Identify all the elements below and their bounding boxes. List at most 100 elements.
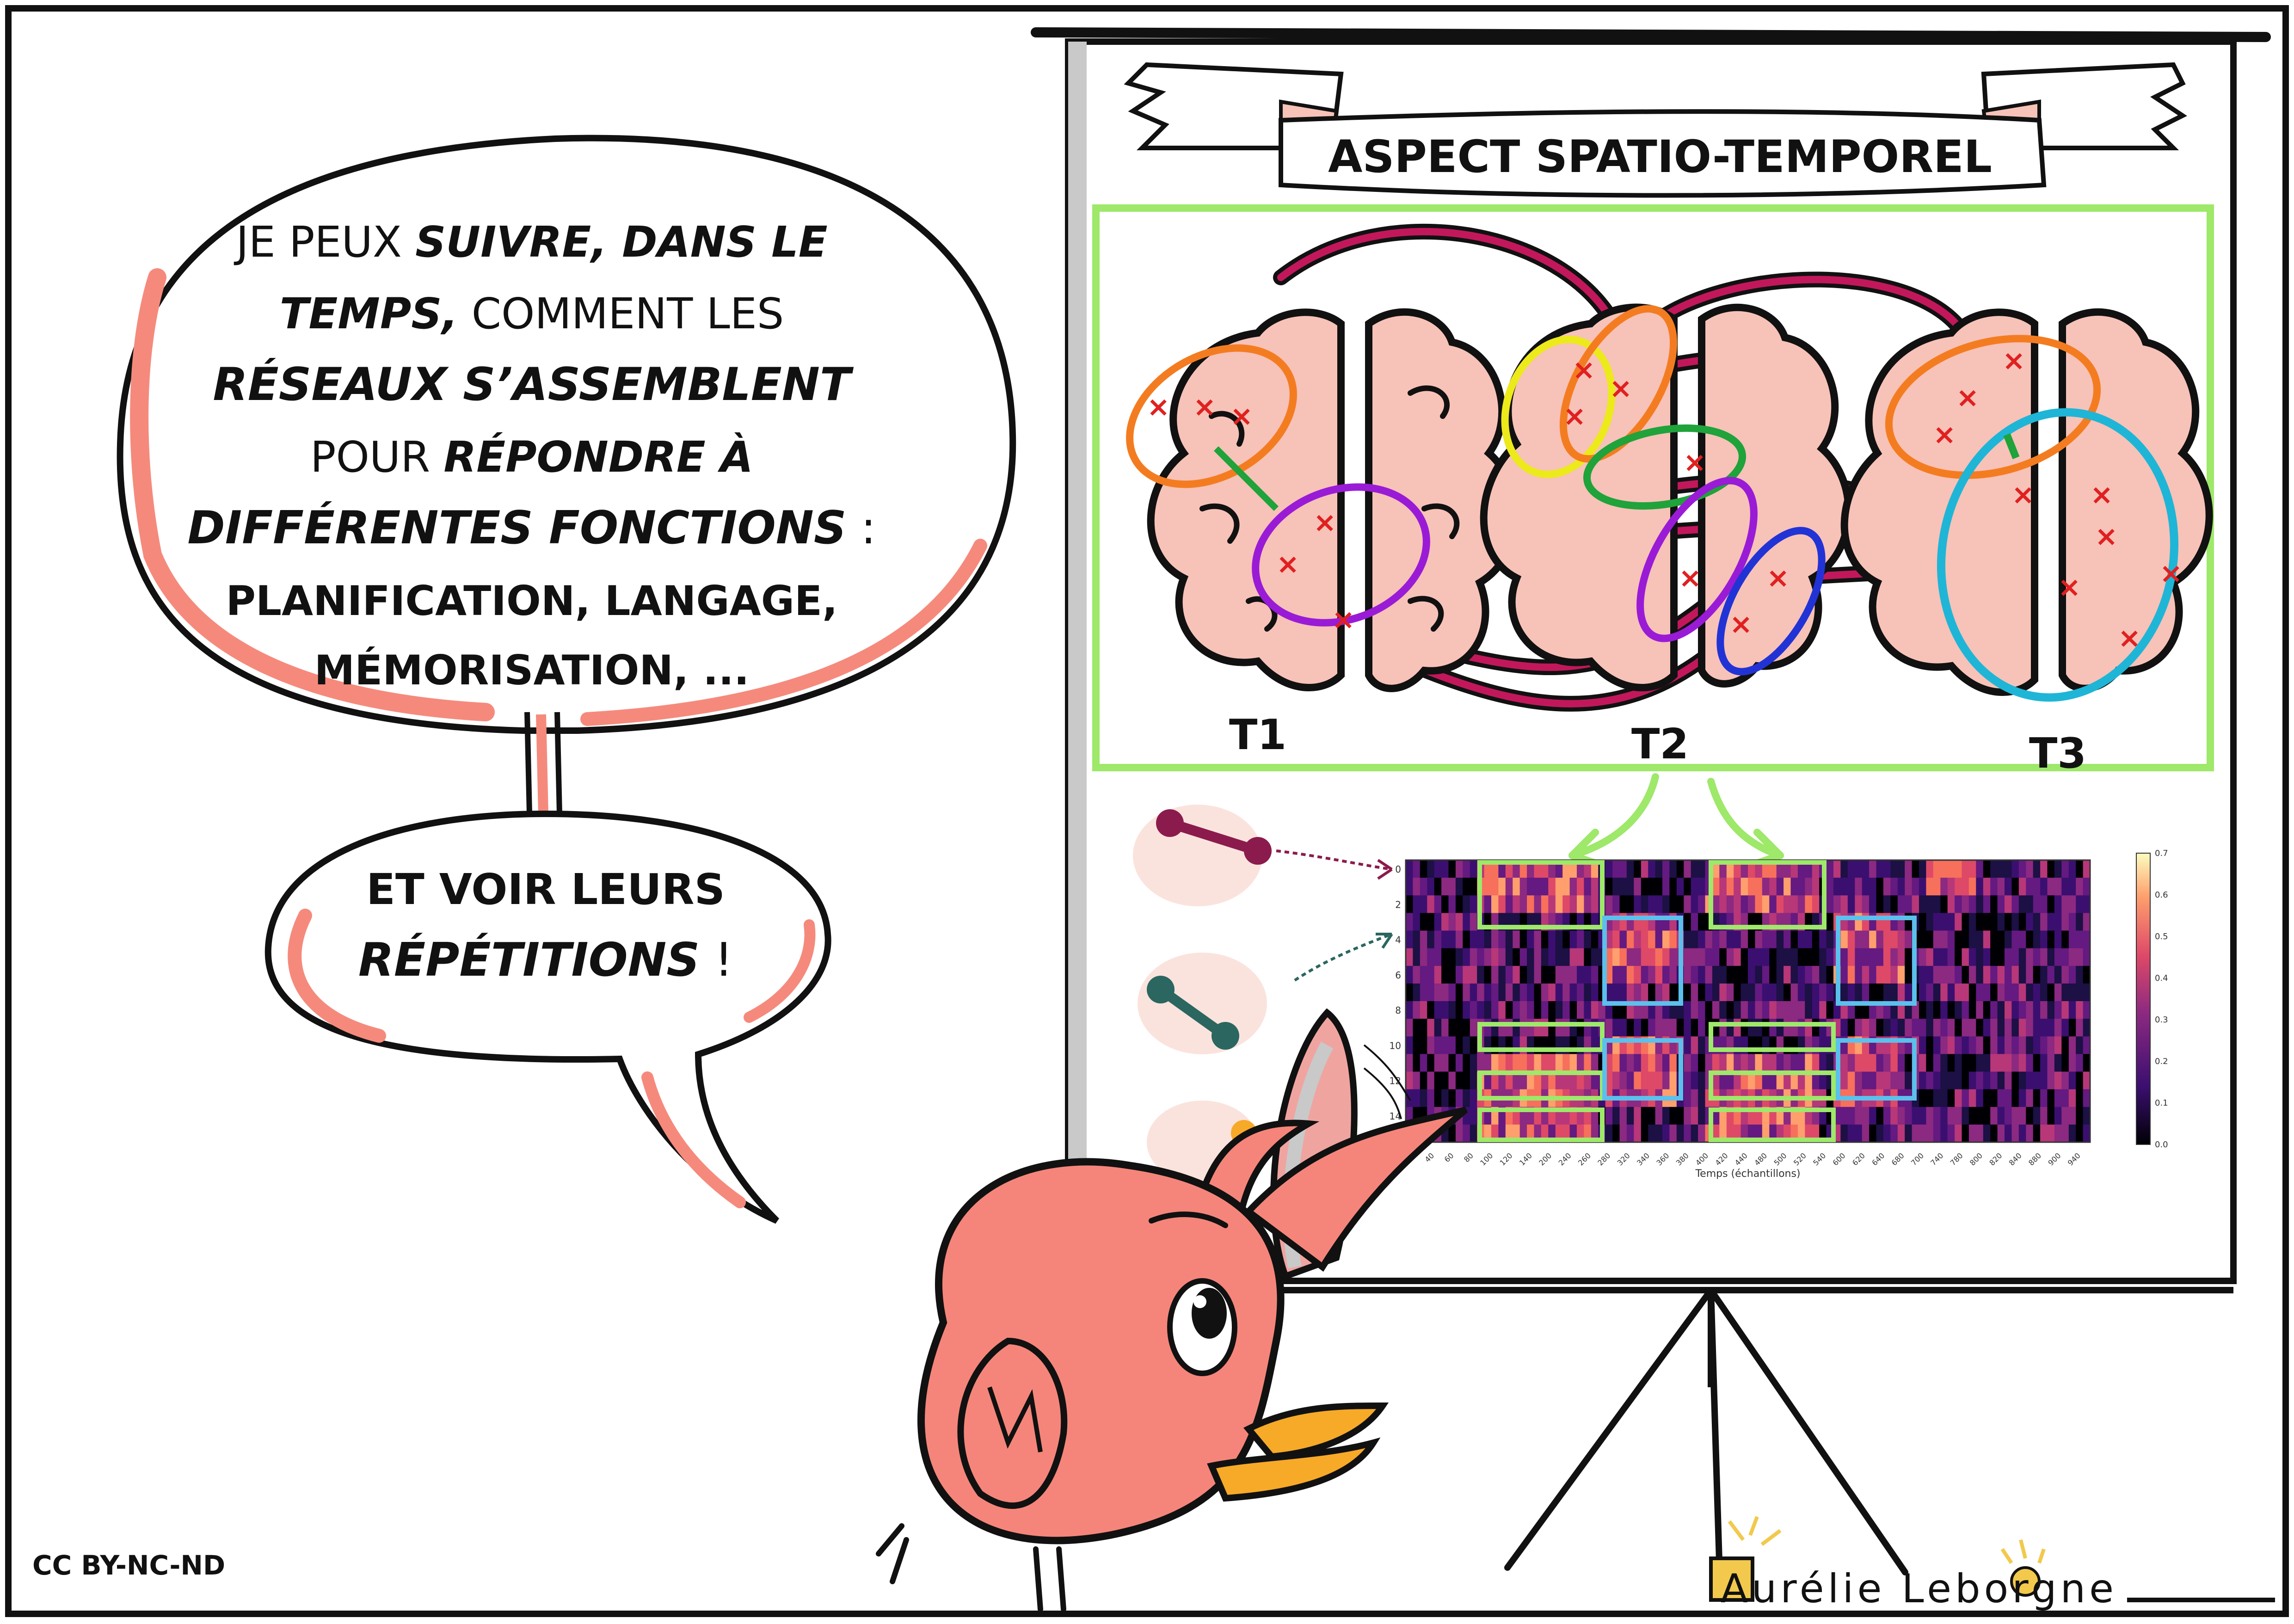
heatmap-cell bbox=[1955, 1054, 1962, 1072]
heatmap-cell bbox=[2054, 983, 2062, 1002]
heatmap-cell bbox=[1470, 878, 1477, 896]
heatmap-cell bbox=[1698, 895, 1706, 913]
heatmap-cell bbox=[1812, 1054, 1820, 1072]
heatmap-cell bbox=[1527, 930, 1535, 949]
heatmap-cell bbox=[1691, 1036, 1698, 1054]
heatmap-cell bbox=[1976, 1036, 1984, 1054]
heatmap-cell bbox=[1819, 930, 1827, 949]
brain-t1: × × × × × × bbox=[1126, 308, 1519, 692]
heatmap-cell bbox=[2005, 948, 2012, 966]
heatmap-cell bbox=[1527, 1071, 1535, 1090]
heatmap-cell bbox=[1990, 1054, 1998, 1072]
heatmap-cell bbox=[1755, 1001, 1763, 1019]
heatmap-cell bbox=[1833, 895, 1841, 913]
heatmap-cell bbox=[1691, 1071, 1698, 1090]
heatmap-cell bbox=[1890, 948, 1898, 966]
heatmap-cell bbox=[1734, 895, 1741, 913]
heatmap-cell bbox=[1413, 983, 1421, 1002]
heatmap-cell bbox=[1968, 860, 1976, 878]
heatmap-cell bbox=[1912, 878, 1919, 896]
heatmap-cell bbox=[1441, 913, 1449, 931]
heatmap-cell bbox=[1812, 966, 1820, 984]
heatmap-cell bbox=[2018, 930, 2026, 949]
heatmap-cell bbox=[1748, 930, 1755, 949]
heatmap-cell bbox=[1691, 948, 1698, 966]
heatmap-cell bbox=[2083, 1036, 2091, 1054]
heatmap-cell bbox=[2054, 1054, 2062, 1072]
heatmap-cell bbox=[1897, 878, 1905, 896]
heatmap-cell bbox=[1691, 966, 1698, 984]
heatmap-cell bbox=[2018, 1001, 2026, 1019]
heatmap-cell bbox=[1983, 1089, 1991, 1107]
heatmap-cell bbox=[2018, 1054, 2026, 1072]
heatmap-cell bbox=[1912, 1107, 1919, 1125]
heatmap-cell bbox=[1940, 966, 1948, 984]
heatmap-cell bbox=[2083, 1124, 2091, 1143]
heatmap-cell bbox=[1762, 1019, 1770, 1037]
heatmap-cell bbox=[1527, 895, 1535, 913]
heatmap-cell bbox=[1541, 1001, 1549, 1019]
heatmap-cell bbox=[1740, 895, 1748, 913]
heatmap-cell bbox=[1976, 1054, 1984, 1072]
heatmap-cell bbox=[1719, 930, 1727, 949]
heatmap-cell bbox=[1784, 1071, 1791, 1090]
heatmap-cell bbox=[1413, 1036, 1421, 1054]
heatmap-cell bbox=[1434, 913, 1442, 931]
heatmap-cell bbox=[1840, 1019, 1848, 1037]
heatmap-cell bbox=[2047, 983, 2055, 1002]
heatmap-cell bbox=[1748, 895, 1755, 913]
heatmap-cell bbox=[2047, 1054, 2055, 1072]
heatmap-cell bbox=[1470, 1036, 1477, 1054]
heatmap-cell bbox=[1413, 1019, 1421, 1037]
heatmap-cell bbox=[2083, 1107, 2091, 1125]
svg-text:×: × bbox=[2002, 344, 2025, 377]
heatmap-cell bbox=[1805, 930, 1813, 949]
heatmap-cell bbox=[1876, 1124, 1884, 1143]
time-label-t3: T3 bbox=[2029, 729, 2086, 778]
heatmap-cell bbox=[1541, 930, 1549, 949]
heatmap-cell bbox=[1890, 878, 1898, 896]
heatmap-cell bbox=[1534, 878, 1542, 896]
heatmap-cell bbox=[1648, 1054, 1656, 1072]
heatmap-cell bbox=[1420, 1036, 1427, 1054]
heatmap-cell bbox=[1612, 1019, 1620, 1037]
heatmap-cell bbox=[1434, 895, 1442, 913]
heatmap-cell bbox=[1919, 1107, 1926, 1125]
heatmap-cell bbox=[1413, 1089, 1421, 1107]
heatmap-cell bbox=[1698, 1124, 1706, 1143]
heatmap-cell bbox=[1648, 983, 1656, 1002]
heatmap-cell bbox=[1684, 966, 1691, 984]
heatmap-cell bbox=[1983, 1124, 1991, 1143]
heatmap-cell bbox=[2011, 1124, 2019, 1143]
heatmap-cell bbox=[1968, 1036, 1976, 1054]
heatmap-cell bbox=[2011, 1019, 2019, 1037]
heatmap-cell bbox=[2047, 1089, 2055, 1107]
heatmap-cell bbox=[1406, 948, 1413, 966]
heatmap-cell bbox=[1876, 1107, 1884, 1125]
heatmap-cell bbox=[1897, 1124, 1905, 1143]
heatmap-cell bbox=[1876, 1071, 1884, 1090]
heatmap-cell bbox=[1676, 878, 1684, 896]
heatmap-cell bbox=[1797, 948, 1805, 966]
heatmap-cell bbox=[1955, 1089, 1962, 1107]
colorbar-tick: 0.5 bbox=[2155, 932, 2168, 941]
heatmap-cell bbox=[1862, 1107, 1870, 1125]
heatmap-cell bbox=[1784, 1054, 1791, 1072]
heatmap-cell bbox=[1562, 930, 1570, 949]
heatmap-cell bbox=[1406, 895, 1413, 913]
svg-text:×: × bbox=[1230, 400, 1253, 432]
heatmap-cell bbox=[1983, 1036, 1991, 1054]
heatmap-cell bbox=[1498, 895, 1506, 913]
heatmap-cell bbox=[2040, 860, 2048, 878]
heatmap-cell bbox=[1477, 983, 1485, 1002]
heatmap-cell bbox=[1463, 878, 1470, 896]
heatmap-cell bbox=[1505, 983, 1513, 1002]
heatmap-cell bbox=[1933, 1036, 1941, 1054]
heatmap-cell bbox=[1933, 1054, 1941, 1072]
heatmap-cell bbox=[1847, 1124, 1855, 1143]
heatmap-cell bbox=[1413, 895, 1421, 913]
heatmap-cell bbox=[1662, 860, 1670, 878]
heatmap-cell bbox=[2033, 1071, 2041, 1090]
heatmap-cell bbox=[1577, 1019, 1584, 1037]
